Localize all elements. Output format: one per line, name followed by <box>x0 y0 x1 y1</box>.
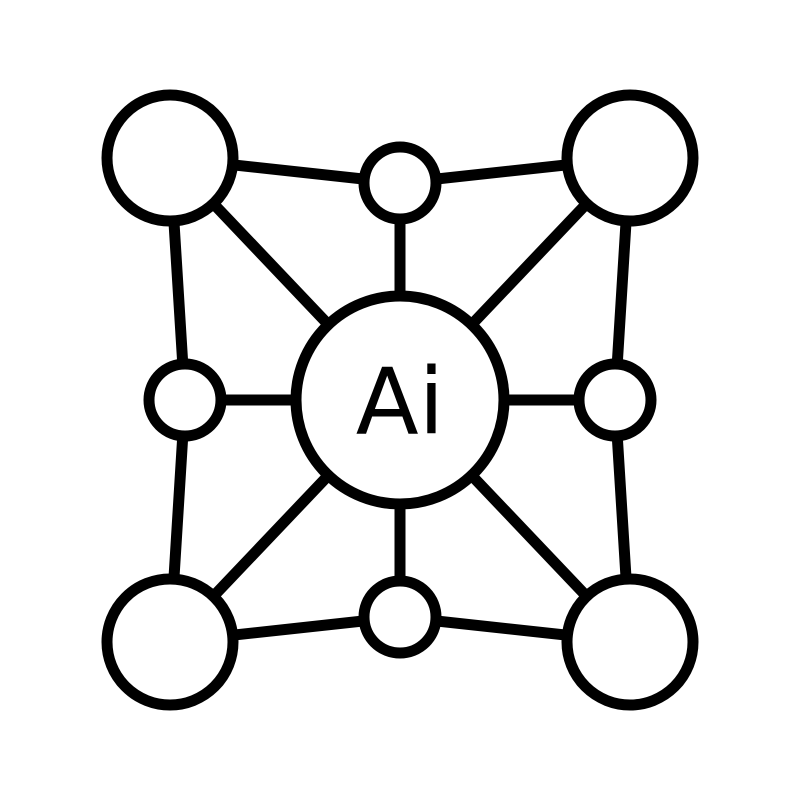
node-top-right <box>561 89 699 227</box>
node-center <box>290 290 510 510</box>
node-bottom-left <box>101 573 239 711</box>
node-bottom-right <box>561 573 699 711</box>
node-left-middle <box>143 358 227 442</box>
network-nodes <box>101 89 699 711</box>
node-bottom-middle <box>358 575 442 659</box>
center-label: Ai <box>356 349 445 456</box>
node-top-left <box>101 89 239 227</box>
node-right-middle <box>573 358 657 442</box>
node-top-middle <box>358 141 442 225</box>
